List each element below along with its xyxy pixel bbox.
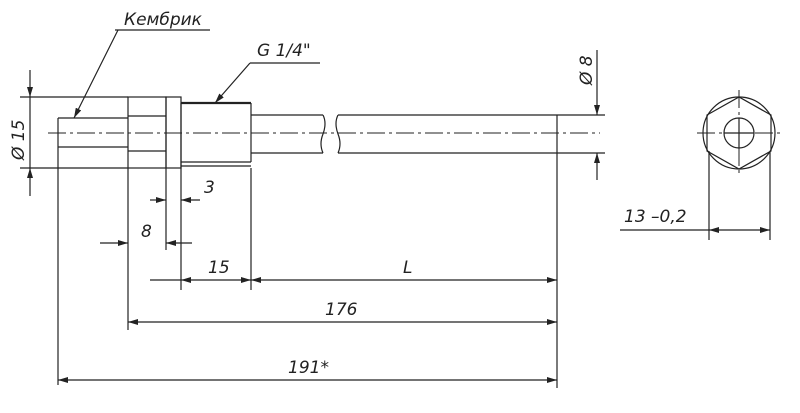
dim-176-label: 176 (325, 300, 358, 320)
dim-dia-15-label: Ø 15 (9, 120, 29, 161)
dim-15-label: 15 (208, 258, 230, 278)
hex-size-label: 13 –0,2 (624, 207, 687, 227)
dim-15-and-L: 15 L (150, 258, 557, 283)
extension-lines (127, 153, 558, 388)
thread-leader: G 1/4" (214, 41, 320, 104)
cambric-label: Кембрик (124, 10, 203, 30)
dim-3-label: 3 (204, 178, 215, 198)
dim-dia-8-label: Ø 8 (577, 55, 597, 86)
dim-dia-8: Ø 8 (557, 50, 605, 180)
dim-8: 8 (100, 222, 192, 246)
thread-label: G 1/4" (257, 41, 311, 61)
thread-part (180, 101, 252, 168)
dim-8-label: 8 (141, 222, 152, 242)
tube (251, 114, 558, 154)
dim-L-label: L (403, 258, 412, 278)
dim-176: 176 (128, 300, 557, 325)
cambric-part (57, 117, 128, 385)
hex-end-view: 13 –0,2 (620, 90, 781, 240)
dim-3: 3 (150, 178, 215, 203)
dim-dia-15: Ø 15 (9, 70, 128, 196)
dim-191-label: 191* (288, 358, 329, 378)
body-part (127, 96, 182, 169)
dim-191: 191* (58, 358, 557, 383)
cambric-leader: Кембрик (73, 10, 210, 119)
